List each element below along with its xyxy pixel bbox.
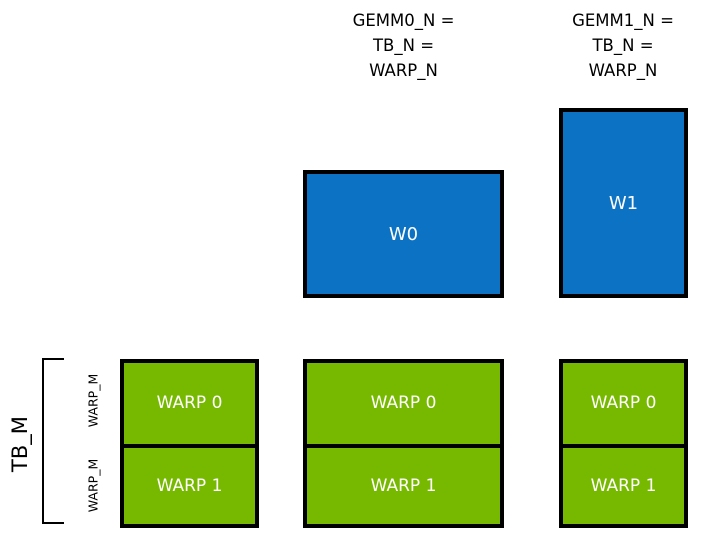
blue-tile-w1-label: W1: [608, 192, 639, 214]
warp-m-axis-label-0: WARP_M: [85, 373, 101, 428]
green-cell-warp1: WARP 1: [307, 443, 500, 524]
green-cell-warp1: WARP 1: [124, 443, 255, 524]
green-cell-label: WARP 0: [370, 393, 437, 414]
tb-m-bracket: [42, 358, 64, 524]
green-cell-label: WARP 0: [156, 393, 223, 414]
green-cell-warp0: WARP 0: [124, 363, 255, 444]
blue-tile-w1: W1: [559, 108, 688, 298]
green-cell-warp0: WARP 0: [307, 363, 500, 444]
warp-m-axis-label-1: WARP_M: [85, 458, 101, 513]
green-cell-warp0: WARP 0: [563, 363, 684, 444]
tb-m-axis-label: TB_M: [8, 416, 32, 472]
column-header-gemm0: GEMM0_N = TB_N = WARP_N: [352, 11, 455, 80]
green-cell-warp1: WARP 1: [563, 443, 684, 524]
green-cell-label: WARP 0: [590, 393, 657, 414]
green-column-0: WARP 0 WARP 1: [120, 359, 259, 528]
blue-tile-w0-label: W0: [388, 223, 419, 245]
column-header-gemm1: GEMM1_N = TB_N = WARP_N: [572, 11, 674, 80]
green-cell-label: WARP 1: [590, 475, 657, 496]
green-column-2: WARP 0 WARP 1: [559, 359, 688, 528]
green-cell-label: WARP 1: [370, 475, 437, 496]
green-cell-label: WARP 1: [156, 475, 223, 496]
green-column-1: WARP 0 WARP 1: [303, 359, 504, 528]
blue-tile-w0: W0: [303, 170, 504, 298]
